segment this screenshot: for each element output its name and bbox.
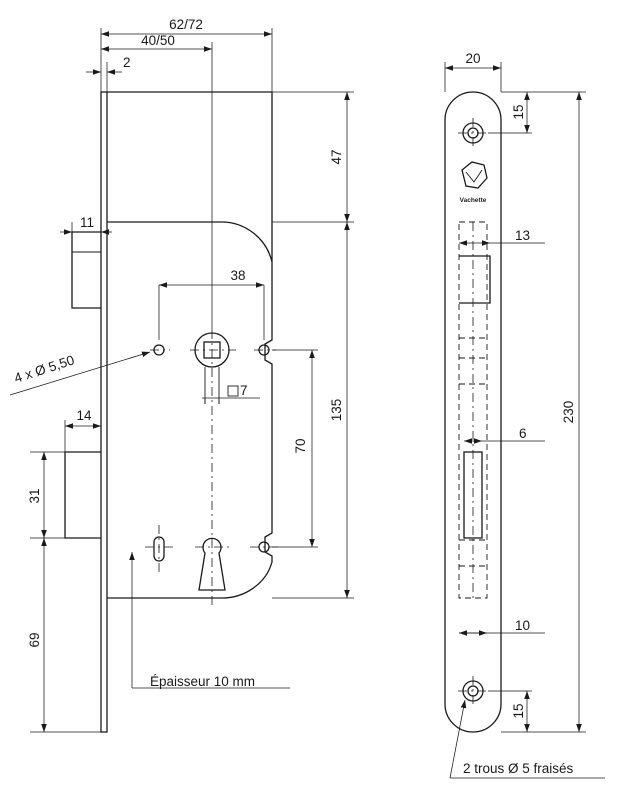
dead-bolt (64, 451, 101, 539)
dim-bottom-width: 10 (515, 618, 530, 633)
latch-bolt (71, 231, 101, 309)
front-view: Vachette 20 15 13 230 6 10 15 2 trous Ø … (444, 51, 605, 779)
dim-top-height: 47 (329, 149, 344, 164)
dim-bolt-width: 6 (519, 426, 527, 441)
dim-follower-to-key: 70 (293, 438, 308, 453)
dim-latch-projection: 11 (80, 215, 94, 230)
dim-faceplate-width: 20 (465, 51, 480, 66)
dim-screw-hole-bottom: 15 (511, 703, 526, 718)
brand-name: Vachette (460, 197, 487, 204)
lock-case (107, 91, 273, 599)
dim-overall-depth: 62/72 (169, 17, 203, 32)
dim-faceplate-offset: 2 (123, 55, 131, 70)
dim-screw-hole-top: 15 (511, 104, 526, 119)
faceplate-front (444, 91, 502, 733)
latch-opening (459, 255, 491, 304)
note-thickness: Épaisseur 10 mm (150, 674, 255, 689)
fixing-slot (153, 536, 165, 562)
dim-backset: 40/50 (141, 33, 175, 48)
dim-follower-to-fixing: 38 (230, 268, 245, 283)
dim-bolt-to-bottom: 69 (27, 632, 42, 647)
dim-case-height: 135 (329, 399, 344, 422)
faceplate-side (100, 91, 108, 733)
dim-fixing-holes: 4 x Ø 5,50 (12, 352, 76, 386)
dim-spindle-square: 7 (240, 383, 248, 398)
dim-faceplate-length: 230 (561, 401, 576, 424)
note-screw-holes: 2 trous Ø 5 fraisés (463, 761, 574, 776)
dim-bolt-projection: 14 (76, 408, 92, 423)
dim-bolt-height: 31 (27, 488, 42, 503)
side-view: 62/72 40/50 2 47 11 38 4 x Ø 5,50 7 14 3… (9, 17, 354, 733)
brand-logo: Vachette (460, 161, 488, 204)
dim-latch-width: 13 (515, 228, 530, 243)
